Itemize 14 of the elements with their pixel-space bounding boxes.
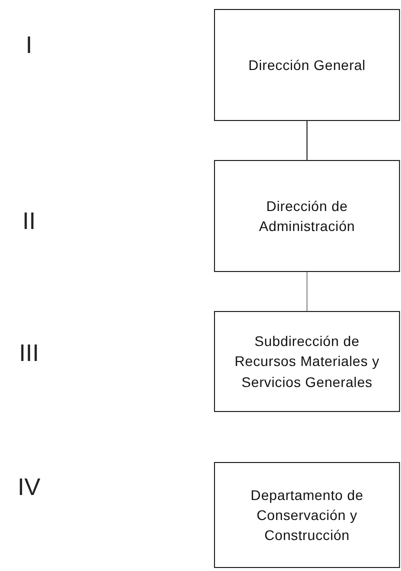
connector-line: [306, 120, 308, 160]
org-unit-box: [214, 9, 400, 121]
level-numeral: IV: [16, 474, 42, 502]
unit-name: Departamento de Conservación y Construcción: [250, 486, 364, 546]
unit-name: Subdirección de Recursos Materiales y Servicios Generales: [234, 332, 380, 392]
org-unit-box: [214, 462, 400, 568]
level-numeral: II: [21, 208, 37, 236]
org-unit-box: [214, 160, 400, 272]
unit-name: Dirección de Administración: [258, 196, 356, 236]
level-numeral: I: [24, 32, 34, 60]
connector-line: [306, 272, 308, 312]
org-unit-box: [214, 311, 400, 412]
level-numeral: III: [18, 340, 40, 368]
unit-name: Dirección General: [248, 56, 366, 75]
